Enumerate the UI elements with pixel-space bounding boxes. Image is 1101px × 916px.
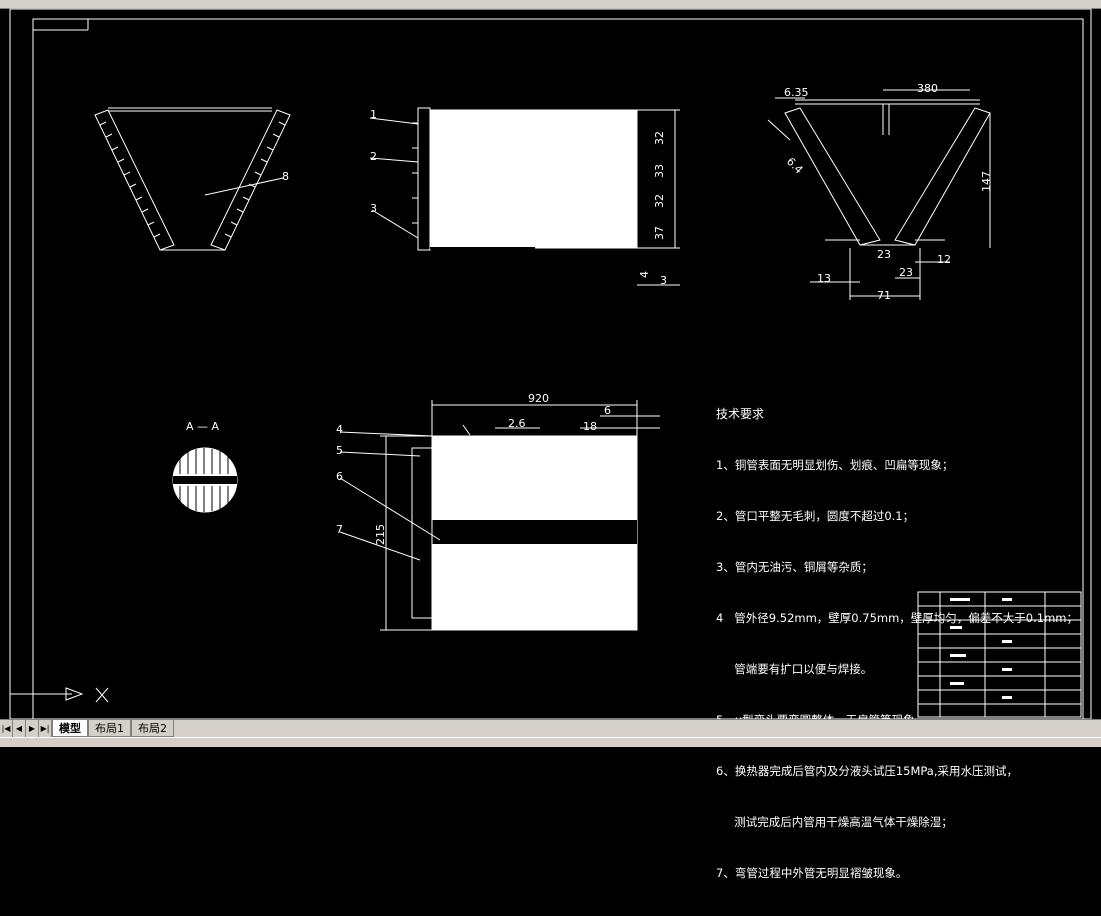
last-tab-button[interactable]: ▶| (39, 720, 52, 737)
dim-text: 13 (817, 272, 831, 285)
bom-table (917, 591, 1082, 718)
cad-window: 8 1 2 3 32 33 32 37 4 3 (0, 0, 1101, 880)
status-bar (0, 737, 1101, 747)
dim-text: 6 (604, 404, 611, 417)
dim-text: 3 (660, 274, 667, 287)
dim-text: 215 (374, 524, 387, 545)
drawing-canvas[interactable]: 8 1 2 3 32 33 32 37 4 3 (0, 0, 1101, 719)
notes-item: 3、管内无油污、铜屑等杂质； (716, 560, 873, 574)
inner-border (32, 18, 1084, 719)
dim-text: 380 (917, 82, 938, 95)
left-fins (99, 121, 161, 238)
bubble-label: 3 (370, 202, 377, 215)
bubble-label: 5 (336, 444, 343, 457)
dim-text: 23 (899, 266, 913, 279)
coil-side-view-top (369, 107, 680, 286)
bubble-label: 8 (282, 170, 289, 183)
notes-item: 4 管外径9.52mm，壁厚0.75mm，壁厚均匀，偏差不大于0.1mm； (716, 611, 1078, 625)
dim-text: 12 (937, 253, 951, 266)
dim-text: 23 (877, 248, 891, 261)
notes-title: 技术要求 (716, 407, 765, 421)
coil-front-view-bottom (339, 400, 660, 631)
bubble-label: 4 (336, 423, 343, 436)
technical-requirements: 技术要求 1、铜管表面无明显划伤、划痕、凹扁等现象； 2、管口平整无毛刺，圆度不… (716, 372, 1078, 916)
dim-text: 2.6 (508, 417, 526, 430)
next-tab-button[interactable]: ▶ (26, 720, 39, 737)
dim-text: 37 (653, 226, 666, 240)
notes-item: 1、铜管表面无明显划伤、划痕、凹扁等现象； (716, 458, 954, 472)
tab-layout2[interactable]: 布局2 (131, 720, 174, 737)
right-fins (224, 121, 286, 238)
prev-tab-button[interactable]: ◀ (13, 720, 26, 737)
dim-text: 32 (653, 131, 666, 145)
tab-layout1[interactable]: 布局1 (88, 720, 131, 737)
bubble-label: 6 (336, 470, 343, 483)
tab-model[interactable]: 模型 (52, 720, 88, 737)
first-tab-button[interactable]: |◀ (0, 720, 13, 737)
notes-item: 测试完成后内管用干燥高温气体干燥除湿； (716, 815, 953, 829)
section-label: A — A (186, 420, 220, 433)
notes-item: 6、换热器完成后管内及分液头试压15MPa,采用水压测试， (716, 764, 1018, 778)
notes-item: 7、弯管过程中外管无明显褶皱现象。 (716, 866, 908, 880)
dim-text: 6.35 (784, 86, 809, 99)
dim-text: 147 (980, 171, 993, 192)
notes-item: 2、管口平整无毛刺，圆度不超过0.1； (716, 509, 915, 523)
ucs-icon (10, 687, 109, 703)
dim-text: 33 (653, 164, 666, 178)
bubble-label: 2 (370, 150, 377, 163)
v-coil-section-view (767, 89, 991, 300)
bubble-label: 7 (336, 523, 343, 536)
dim-text: 71 (877, 289, 891, 302)
dim-text: 920 (528, 392, 549, 405)
v-coil-front-view (94, 107, 291, 251)
tube-section-circle (172, 447, 238, 513)
notes-item: 管端要有扩口以便与焊接。 (716, 662, 873, 676)
dim-text: 32 (653, 194, 666, 208)
dim-text: 6.4 (784, 155, 806, 177)
dim-text: 18 (583, 420, 597, 433)
dim-text: 4 (638, 271, 651, 278)
layout-tab-bar: |◀ ◀ ▶ ▶| 模型 布局1 布局2 (0, 719, 1101, 737)
bubble-label: 1 (370, 108, 377, 121)
